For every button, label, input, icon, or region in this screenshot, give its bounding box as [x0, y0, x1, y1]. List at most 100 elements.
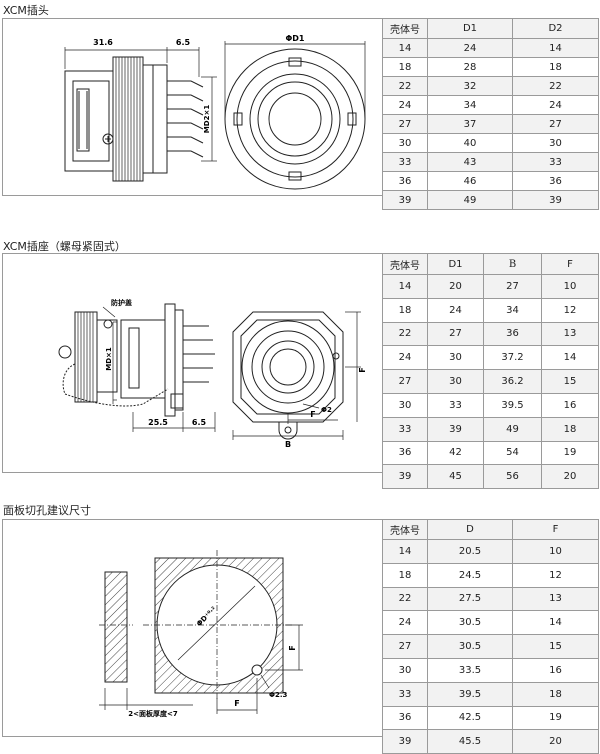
- table-cell: 12: [541, 297, 599, 323]
- table-cell: 36: [382, 440, 428, 466]
- table-cell: 36: [382, 705, 428, 731]
- socket-dim-hole: Φ2: [321, 406, 332, 414]
- table-header-cell: D1: [427, 18, 513, 39]
- table-cell: 20: [512, 729, 599, 754]
- table-cell: 27: [382, 634, 428, 659]
- table-header-cell: 壳体号: [382, 519, 428, 540]
- table-cell: 36.2: [483, 369, 542, 394]
- table-cell: 39: [512, 190, 599, 210]
- table-cell: 39: [382, 464, 428, 490]
- table-cell: 18: [541, 416, 599, 442]
- section-title-plug: XCM插头: [3, 4, 49, 17]
- table-cell: 34: [483, 297, 542, 323]
- table-cell: 37: [427, 114, 513, 134]
- table-cell: 20: [427, 274, 484, 299]
- plug-dim-length: 31.6: [93, 38, 113, 47]
- table-cell: 14: [382, 539, 428, 564]
- table-cell: 22: [512, 76, 599, 96]
- table-cell: 18: [382, 57, 428, 77]
- table-header-cell: F: [541, 253, 599, 275]
- table-cell: 19: [512, 705, 599, 731]
- table-cell: 39.5: [427, 681, 513, 707]
- table-cell: 22: [382, 321, 428, 347]
- table-cell: 33.5: [427, 657, 513, 683]
- table-cell: 24: [427, 297, 484, 323]
- table-cell: 46: [427, 171, 513, 191]
- plug-dim-diameter: ΦD1: [285, 34, 304, 43]
- table-cell: 37.2: [483, 345, 542, 371]
- table-cell: 20.5: [427, 539, 513, 564]
- table-cell: 18: [382, 562, 428, 588]
- table-header-cell: D1: [427, 253, 484, 275]
- table-cell: 33: [382, 681, 428, 707]
- table-cell: 22: [382, 76, 428, 96]
- table-cell: 27: [382, 114, 428, 134]
- section-title-socket: XCM插座（螺母紧固式）: [3, 240, 126, 253]
- table-cell: 39: [382, 729, 428, 754]
- table-cell: 39.5: [483, 392, 542, 418]
- table-cell: 54: [483, 440, 542, 466]
- socket-dim-thread: MD×1: [105, 347, 113, 371]
- table-header-cell: D2: [512, 18, 599, 39]
- table-cell: 14: [382, 38, 428, 58]
- table-cell: 12: [512, 562, 599, 588]
- table-cell: 39: [382, 190, 428, 210]
- table-cell: 30: [382, 392, 428, 418]
- socket-dim-flange: 6.5: [192, 418, 207, 427]
- table-cell: 40: [427, 133, 513, 153]
- table-cell: 18: [512, 57, 599, 77]
- table-cell: 36: [382, 171, 428, 191]
- table-cell: 43: [427, 152, 513, 172]
- table-header-cell: 壳体号: [382, 253, 428, 275]
- table-header-cell: D: [427, 519, 513, 540]
- table-cell: 20: [541, 464, 599, 490]
- table-cell: 30: [382, 657, 428, 683]
- socket-dim-length: 25.5: [148, 418, 168, 427]
- table-cell: 34: [427, 95, 513, 115]
- table-header-cell: F: [512, 519, 599, 540]
- socket-dim-b: B: [285, 440, 291, 449]
- table-cell: 27.5: [427, 586, 513, 612]
- cutout-drawing: ΦD⁺⁰·² F F Φ2.3 2<面板厚度<7: [99, 550, 303, 718]
- table-cell: 30.5: [427, 610, 513, 636]
- plug-dim-nut: 6.5: [176, 38, 191, 47]
- table-cell: 33: [427, 392, 484, 418]
- table-cell: 18: [512, 681, 599, 707]
- plug-drawing: 31.6 6.5 ΦD1 MD2×1: [64, 34, 366, 190]
- table-cell: 14: [512, 610, 599, 636]
- cutout-dim-thickness: 2<面板厚度<7: [128, 709, 178, 718]
- section-title-cutout: 面板切孔建议尺寸: [3, 504, 91, 517]
- table-cell: 36: [483, 321, 542, 347]
- table-cell: 24: [382, 95, 428, 115]
- table-cell: 19: [541, 440, 599, 466]
- plug-dim-thread: MD2×1: [203, 105, 211, 134]
- table-cell: 10: [512, 539, 599, 564]
- table-cell: 42: [427, 440, 484, 466]
- table-cell: 18: [382, 297, 428, 323]
- table-cell: 16: [512, 657, 599, 683]
- table-cell: 33: [512, 152, 599, 172]
